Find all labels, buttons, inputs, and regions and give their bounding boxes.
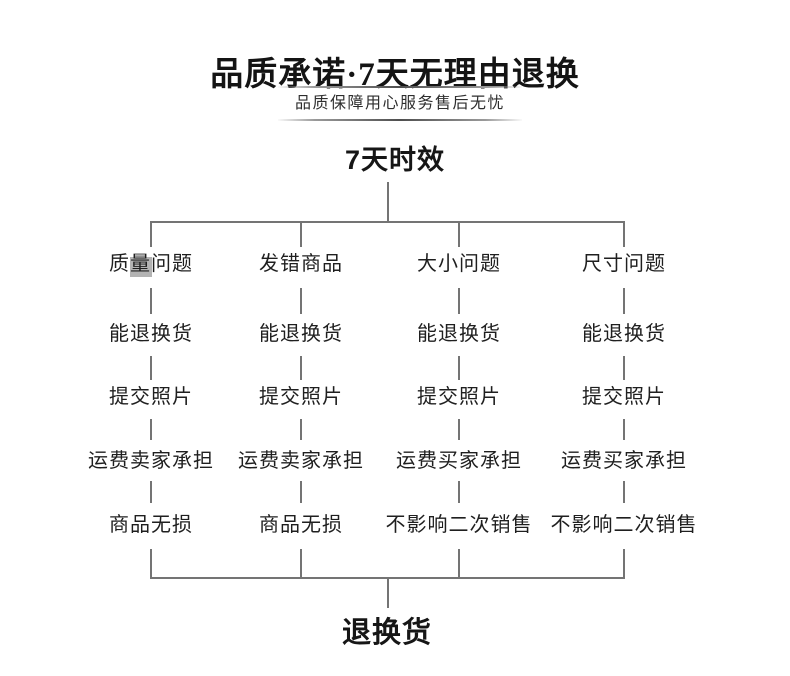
step-label: 不影响二次销售 xyxy=(385,514,533,536)
step-label: 运费买家承担 xyxy=(396,450,522,472)
subtitle-top-rule xyxy=(278,86,522,88)
connector-segment xyxy=(150,481,152,503)
connector-segment xyxy=(623,356,625,380)
connector-segment xyxy=(150,288,152,314)
subtitle-text: 品质保障用心服务售后无忧 xyxy=(294,95,505,112)
connector-segment xyxy=(150,221,152,247)
step-label: 能退换货 xyxy=(259,323,343,345)
connector-segment xyxy=(458,288,460,314)
step-label: 提交照片 xyxy=(582,386,666,408)
connector-result-stub xyxy=(387,577,389,608)
step-label: 能退换货 xyxy=(417,323,501,345)
step-label: 能退换货 xyxy=(109,323,193,345)
connector-segment xyxy=(458,481,460,503)
subtitle-bottom-rule xyxy=(278,119,522,121)
step-label: 提交照片 xyxy=(109,386,193,408)
connector-segment xyxy=(458,356,460,380)
connector-segment xyxy=(150,356,152,380)
connector-segment xyxy=(300,221,302,247)
connector-segment xyxy=(300,549,302,579)
connector-segment xyxy=(458,221,460,247)
char-highlight-artifact xyxy=(130,257,152,277)
step-label: 商品无损 xyxy=(259,514,343,536)
connector-segment xyxy=(458,549,460,579)
issue-label: 发错商品 xyxy=(259,253,343,275)
connector-segment xyxy=(150,549,152,579)
connector-segment xyxy=(300,481,302,503)
connector-segment xyxy=(623,549,625,579)
connector-segment xyxy=(623,288,625,314)
issue-label: 大小问题 xyxy=(417,253,501,275)
connector-segment xyxy=(623,419,625,440)
flow-root-label: 7天时效 xyxy=(344,145,446,175)
connector-segment xyxy=(300,419,302,440)
connector-segment xyxy=(458,419,460,440)
step-label: 不影响二次销售 xyxy=(550,514,698,536)
flow-result-label: 退换货 xyxy=(341,617,433,649)
connector-segment xyxy=(623,221,625,247)
step-label: 能退换货 xyxy=(582,323,666,345)
connector-segment xyxy=(623,481,625,503)
connector-segment xyxy=(300,356,302,380)
step-label: 运费买家承担 xyxy=(561,450,687,472)
step-label: 提交照片 xyxy=(417,386,501,408)
step-label: 运费卖家承担 xyxy=(238,450,364,472)
issue-label: 尺寸问题 xyxy=(582,253,666,275)
subtitle-block: 品质保障用心服务售后无忧 xyxy=(278,86,522,121)
step-label: 运费卖家承担 xyxy=(88,450,214,472)
issue-label: 质量问题 xyxy=(109,253,193,275)
step-label: 商品无损 xyxy=(109,514,193,536)
step-label: 提交照片 xyxy=(259,386,343,408)
connector-segment xyxy=(150,419,152,440)
connector-top-line xyxy=(150,221,625,223)
connector-segment xyxy=(300,288,302,314)
connector-root-stub xyxy=(387,182,389,223)
